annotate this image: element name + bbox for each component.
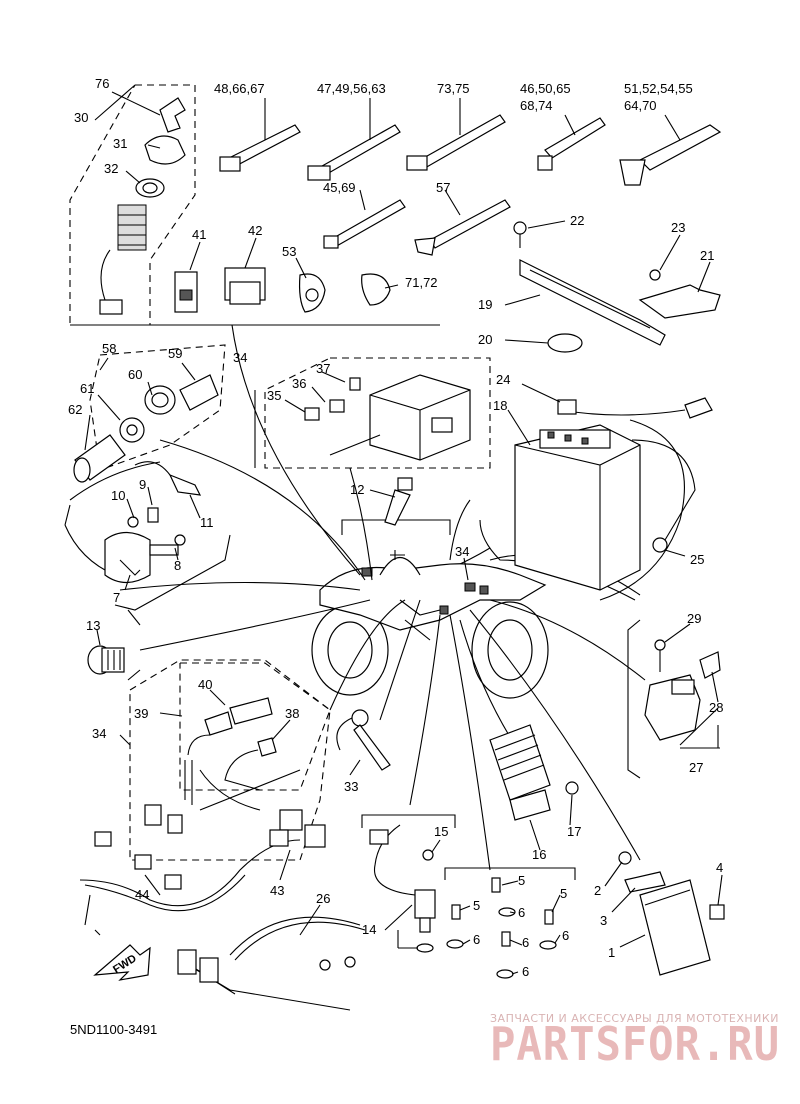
power-outlet-assembly	[73, 374, 219, 483]
callout-58: 58	[102, 341, 116, 356]
regulator-assembly	[644, 639, 721, 741]
callout-18: 18	[493, 398, 507, 413]
callout-31: 31	[113, 136, 127, 151]
callout-44: 44	[135, 887, 149, 902]
ignitor-unit	[489, 724, 579, 821]
callout-27: 27	[689, 760, 703, 775]
callout-39: 39	[134, 706, 148, 721]
thermo-unit	[87, 645, 125, 675]
callout-68-74: 68,74	[520, 98, 553, 113]
callout-42: 42	[248, 223, 262, 238]
callout-62: 62	[68, 402, 82, 417]
sensor-12	[384, 477, 413, 526]
callout-22: 22	[570, 213, 584, 228]
battery	[514, 397, 713, 591]
callout-47-49-56-63: 47,49,56,63	[317, 81, 386, 96]
atv-vehicle	[311, 550, 549, 699]
callout-33: 33	[344, 779, 358, 794]
callout-6-a: 6	[518, 905, 525, 920]
callout-2: 2	[594, 883, 601, 898]
callout-23: 23	[671, 220, 685, 235]
callout-19: 19	[478, 297, 492, 312]
callout-73-75: 73,75	[437, 81, 470, 96]
callout-3: 3	[600, 913, 607, 928]
callout-57: 57	[436, 180, 450, 195]
callout-4: 4	[716, 860, 723, 875]
callout-40: 40	[198, 677, 212, 692]
callout-20: 20	[478, 332, 492, 347]
callout-48-66-67: 48,66,67	[214, 81, 265, 96]
callout-34-top: 34	[455, 544, 469, 559]
watermark-logo: PARTSFOR.RU	[490, 1017, 780, 1071]
callout-14: 14	[362, 922, 376, 937]
callout-36: 36	[292, 376, 306, 391]
callout-10: 10	[111, 488, 125, 503]
callout-45-69: 45,69	[323, 180, 356, 195]
relays-and-clamps	[174, 267, 391, 313]
callout-12: 12	[350, 482, 364, 497]
callout-51-52-54-55: 51,52,54,55	[624, 81, 693, 96]
label-leaders	[84, 84, 723, 975]
callout-17: 17	[567, 824, 581, 839]
callout-64-70: 64,70	[624, 98, 657, 113]
callout-41: 41	[192, 227, 206, 242]
callout-24: 24	[496, 372, 510, 387]
callout-28: 28	[709, 700, 723, 715]
callout-76: 76	[95, 76, 109, 91]
callout-15: 15	[434, 824, 448, 839]
callout-16: 16	[532, 847, 546, 862]
callout-7: 7	[113, 590, 120, 605]
callout-6-d: 6	[522, 935, 529, 950]
callout-37: 37	[316, 361, 330, 376]
callout-71-72: 71,72	[405, 275, 438, 290]
bolts-and-washers	[446, 877, 557, 979]
callout-29: 29	[687, 611, 701, 626]
group-outlines	[64, 84, 641, 880]
callout-61: 61	[80, 381, 94, 396]
callout-30: 30	[74, 110, 88, 125]
sub-harness	[144, 697, 301, 834]
callout-25: 25	[690, 552, 704, 567]
callout-11: 11	[200, 515, 214, 530]
callout-34-fuse: 34	[233, 350, 247, 365]
callout-5-c: 5	[560, 886, 567, 901]
callout-21: 21	[700, 248, 714, 263]
callout-43: 43	[270, 883, 284, 898]
starter-relay-assembly	[104, 461, 202, 584]
callout-5-b: 5	[473, 898, 480, 913]
fwd-arrow	[93, 944, 151, 981]
main-harness	[79, 809, 366, 1011]
callout-6-b: 6	[473, 932, 480, 947]
speed-sensor	[369, 824, 436, 953]
callout-38: 38	[285, 706, 299, 721]
callout-32: 32	[104, 161, 118, 176]
callout-59: 59	[168, 346, 182, 361]
callout-53: 53	[282, 244, 296, 259]
callout-13: 13	[86, 618, 100, 633]
callout-6-c: 6	[562, 928, 569, 943]
cable-ties	[219, 114, 722, 256]
leader-lines	[64, 324, 685, 871]
diagram-code: 5ND1100-3491	[70, 1022, 157, 1037]
fuse-box-assembly	[304, 374, 471, 461]
callout-1: 1	[608, 945, 615, 960]
callout-8: 8	[174, 558, 181, 573]
sensor-33	[336, 709, 391, 771]
callout-60: 60	[128, 367, 142, 382]
callout-35: 35	[267, 388, 281, 403]
watermark-tagline: ЗАПЧАСТИ И АКСЕССУАРЫ ДЛЯ МОТОТЕХНИКИ	[490, 1012, 779, 1025]
control-unit	[618, 851, 725, 976]
callout-46-50-65: 46,50,65	[520, 81, 571, 96]
callout-5-a: 5	[518, 873, 525, 888]
main-switch-assembly	[99, 97, 186, 315]
callout-26: 26	[316, 891, 330, 906]
callout-6-e: 6	[522, 964, 529, 979]
callout-9: 9	[139, 477, 146, 492]
callout-34-harness: 34	[92, 726, 106, 741]
battery-bracket	[513, 221, 721, 353]
callout-labels: 76 30 31 32 48,66,67 47,49,56,63 73,75 4…	[68, 76, 723, 979]
